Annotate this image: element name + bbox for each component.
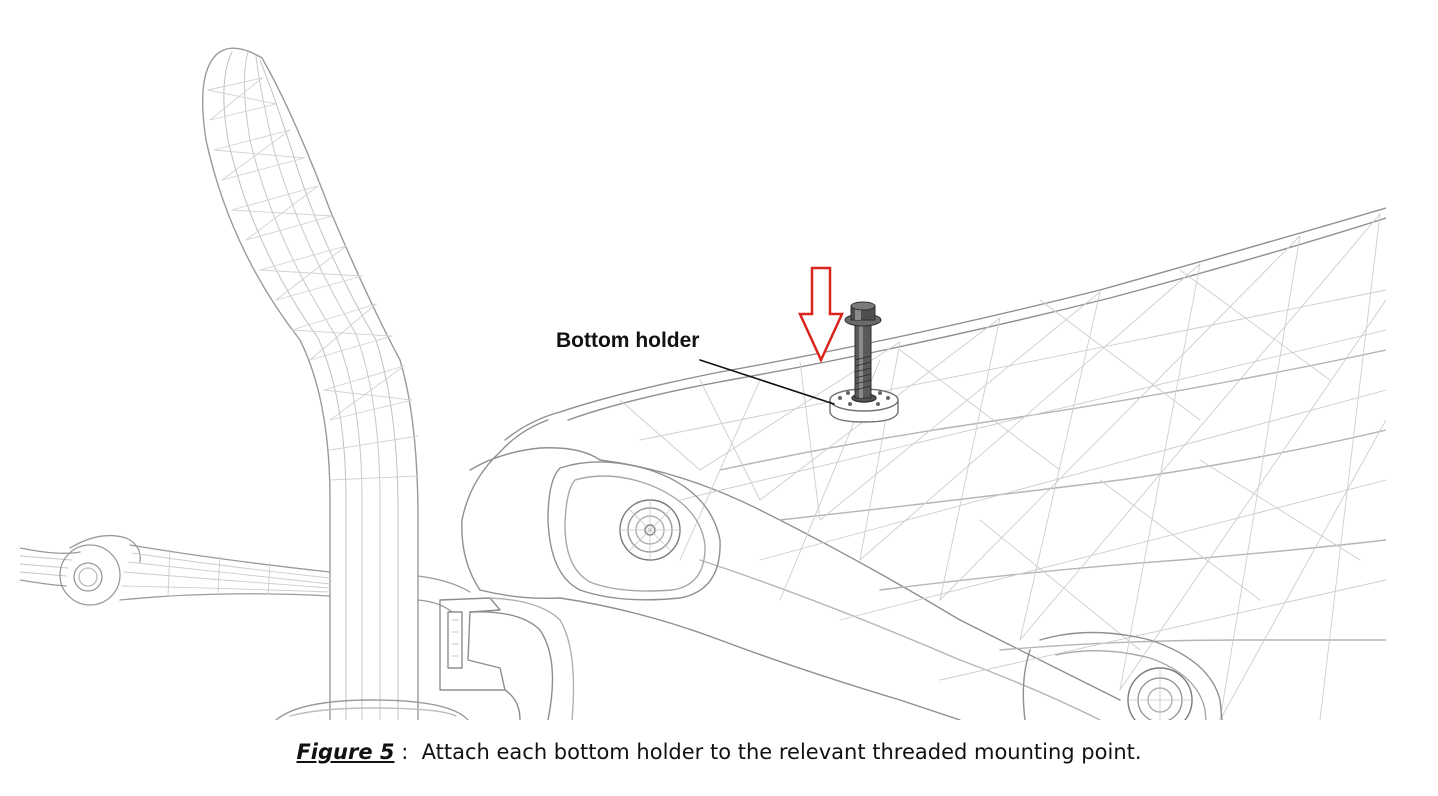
figure-number: Figure 5 [296, 740, 395, 764]
callout-leader-line [699, 359, 835, 405]
assembly-line-drawing [20, 47, 1386, 720]
lower-lamp [1022, 631, 1223, 720]
upper-lamp [547, 461, 721, 601]
clip-bracket [439, 597, 575, 720]
body-mesh [619, 213, 1386, 720]
main-body [461, 207, 1386, 720]
callout-label: Bottom holder [556, 329, 700, 352]
figure-caption: Figure 5 : Attach each bottom holder to … [0, 740, 1438, 764]
bolt-icon [844, 301, 882, 399]
caption-separator: : [394, 740, 422, 764]
curved-tube [202, 47, 469, 720]
down-arrow-icon [798, 266, 844, 364]
caption-text: Attach each bottom holder to the relevan… [421, 740, 1142, 764]
side-cable [20, 534, 471, 613]
